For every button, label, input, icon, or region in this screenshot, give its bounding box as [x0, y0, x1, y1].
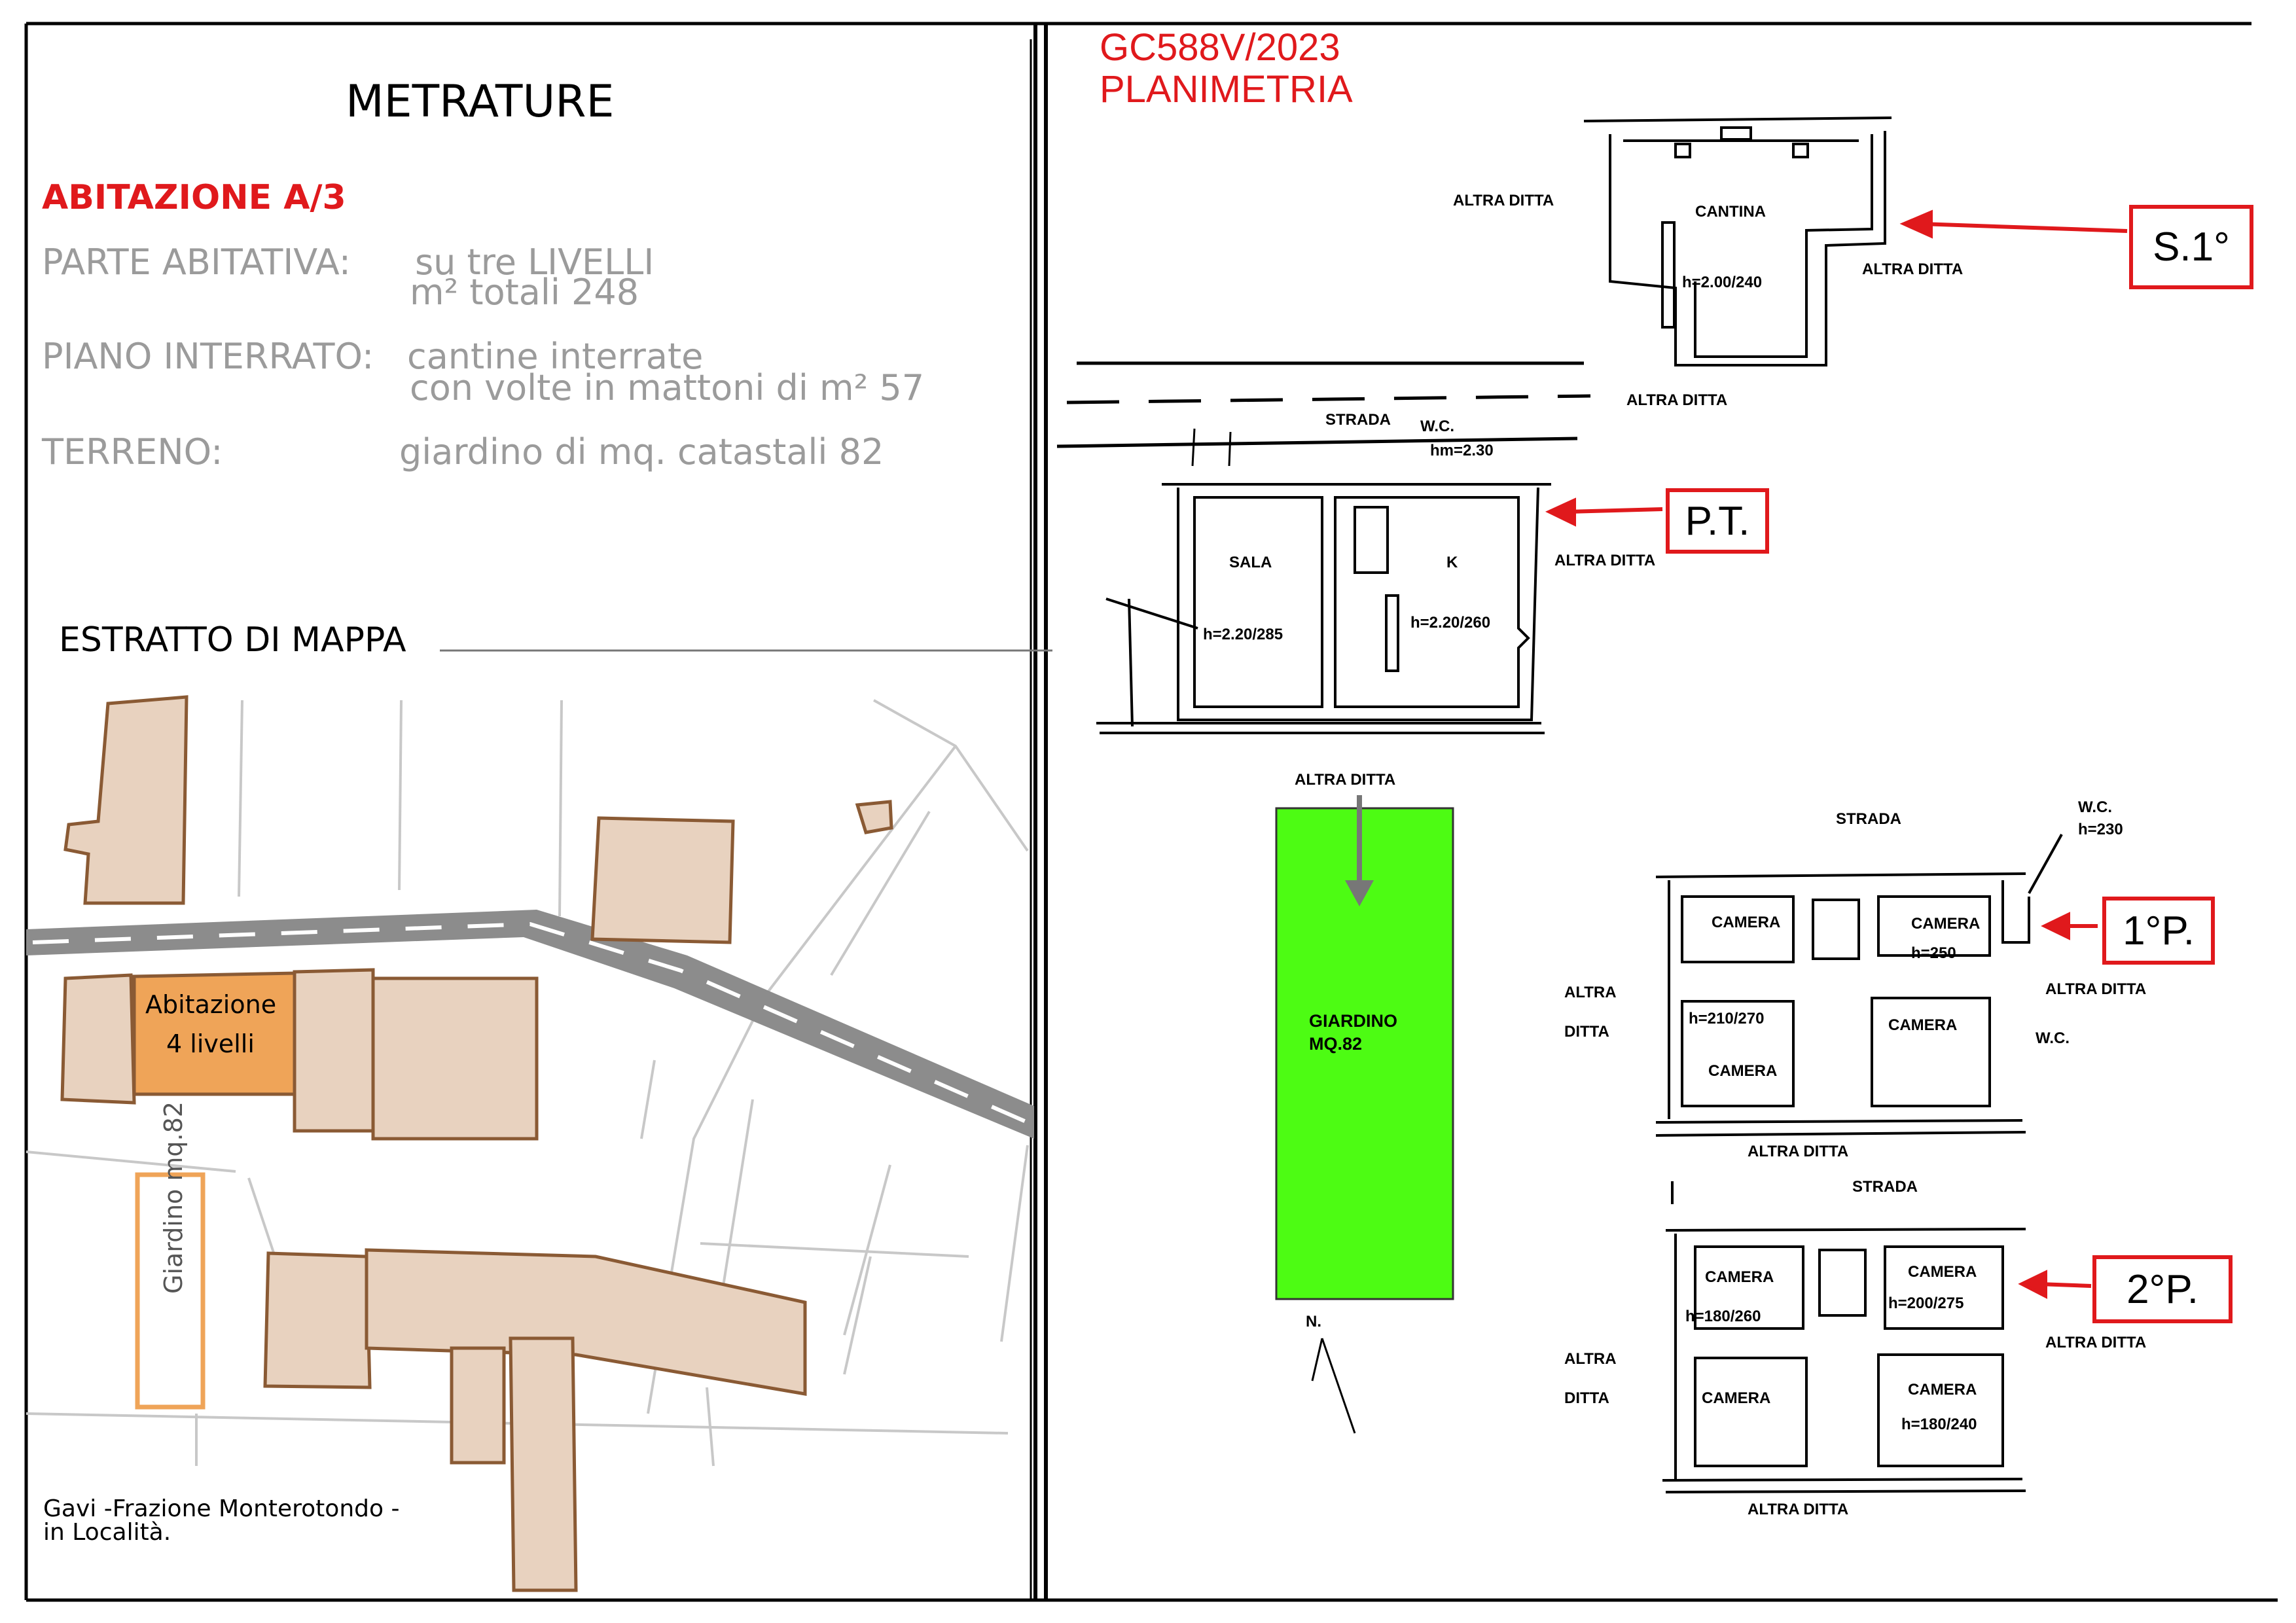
p2-height-200: h=200/275	[1888, 1294, 1964, 1312]
buildings	[60, 695, 893, 1592]
pt-k: K	[1446, 554, 1458, 571]
p2-altra-left-1: ALTRA	[1564, 1350, 1617, 1368]
piano-interrato-detail: con volte in mattoni di m² 57	[410, 367, 925, 408]
s1-altra-ditta-bottom: ALTRA DITTA	[1626, 391, 1728, 409]
p1-wc-height: h=230	[2078, 821, 2123, 838]
garden-label: GIARDINO	[1309, 1011, 1397, 1031]
parte-abitativa-value: su tre LIVELLI	[415, 241, 655, 283]
p1-height-210: h=210/270	[1689, 1010, 1765, 1027]
plan-p1	[1655, 834, 2063, 1137]
house-abitazione	[132, 971, 296, 1096]
map-location-line1: Gavi -Frazione Monterotondo -	[43, 1495, 400, 1522]
floor-badge-p1: 1°P.	[2102, 897, 2215, 965]
piano-interrato-label: PIANO INTERRATO:	[42, 336, 374, 377]
pt-strada: STRADA	[1325, 411, 1391, 429]
terreno-value: giardino di mq. catastali 82	[399, 431, 884, 473]
map-abitazione-levels: 4 livelli	[166, 1029, 255, 1058]
s1-height: h=2.00/240	[1682, 274, 1763, 291]
plan-pt	[1096, 483, 1551, 734]
map-parcel-lines	[26, 699, 1029, 1467]
p1-height-250: h=250	[1911, 944, 1956, 962]
floor-arrows	[1545, 209, 2128, 1299]
p2-height-180-260: h=180/260	[1685, 1308, 1761, 1325]
garden-area-label: MQ.82	[1309, 1034, 1363, 1054]
north-label: N.	[1306, 1313, 1321, 1330]
p1-wc-2: W.C.	[2036, 1029, 2070, 1047]
p2-camera-1: CAMERA	[1705, 1268, 1774, 1286]
plan-p2	[1662, 1181, 2026, 1493]
estratto-di-mappa-label: ESTRATTO DI MAPPA	[59, 620, 406, 660]
pt-altra-ditta: ALTRA DITTA	[1554, 552, 1656, 569]
s1-altra-ditta-right: ALTRA DITTA	[1862, 260, 1964, 278]
metrature-title: METRATURE	[346, 76, 615, 128]
s1-altra-ditta-left: ALTRA DITTA	[1453, 192, 1554, 209]
floor-badge-pt: P.T.	[1666, 488, 1769, 554]
p1-wc: W.C.	[2078, 798, 2112, 816]
pt-sala: SALA	[1229, 554, 1272, 571]
map-abitazione-label: Abitazione	[145, 990, 277, 1019]
p2-camera-4: CAMERA	[1908, 1381, 1977, 1399]
parte-abitativa-label: PARTE ABITATIVA:	[42, 241, 351, 283]
pt-k-height: h=2.20/260	[1410, 614, 1491, 632]
plan-road-lines	[1056, 361, 1591, 467]
p2-altra-bottom: ALTRA DITTA	[1748, 1501, 1849, 1518]
abitazione-heading: ABITAZIONE A/3	[42, 178, 346, 217]
p2-altra-right: ALTRA DITTA	[2045, 1334, 2147, 1351]
north-arrow	[1311, 1338, 1356, 1434]
p1-camera-1: CAMERA	[1712, 914, 1781, 931]
pt-sala-height: h=2.20/285	[1203, 626, 1283, 643]
giardino-parcel	[135, 1172, 206, 1410]
floor-badge-p2: 2°P.	[2092, 1255, 2233, 1323]
p1-altra-left-2: DITTA	[1564, 1023, 1609, 1041]
p1-altra-right: ALTRA DITTA	[2045, 980, 2147, 998]
p2-camera-2: CAMERA	[1908, 1263, 1977, 1281]
road	[26, 910, 1034, 1139]
document-code: GC588V/2023	[1100, 26, 1340, 69]
terreno-label: TERRENO:	[42, 431, 223, 473]
garden-altra-ditta: ALTRA DITTA	[1295, 771, 1396, 789]
p2-strada: STRADA	[1852, 1178, 1918, 1196]
pt-wc: W.C.	[1420, 418, 1454, 435]
p1-camera-3: CAMERA	[1708, 1062, 1778, 1080]
piano-interrato-value: cantine interrate	[407, 336, 704, 377]
planimetria-title: PLANIMETRIA	[1100, 68, 1353, 111]
pt-hm: hm=2.30	[1430, 442, 1494, 459]
p2-height-180-240: h=180/240	[1901, 1416, 1977, 1433]
plan-s1	[1583, 116, 1892, 366]
floor-badge-s1: S.1°	[2129, 205, 2253, 289]
parte-abitativa-total: m² totali 248	[410, 272, 639, 313]
p1-altra-left-1: ALTRA	[1564, 984, 1617, 1001]
p1-camera-2: CAMERA	[1911, 915, 1981, 933]
cadastral-map	[26, 695, 1034, 1592]
p1-altra-bottom: ALTRA DITTA	[1748, 1143, 1849, 1160]
road-centerline	[32, 921, 1029, 1124]
map-location-line2: in Località.	[43, 1519, 171, 1546]
p1-strada: STRADA	[1836, 810, 1901, 828]
s1-cantina: CANTINA	[1695, 203, 1766, 221]
p2-camera-3: CAMERA	[1702, 1389, 1771, 1407]
p2-altra-left-2: DITTA	[1564, 1389, 1609, 1407]
p1-camera-4: CAMERA	[1888, 1016, 1958, 1034]
